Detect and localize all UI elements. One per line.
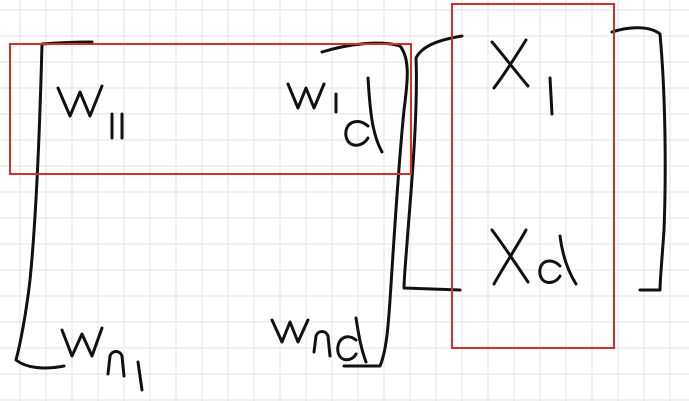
vector-x xyxy=(402,26,667,292)
vector-x-left-bracket xyxy=(402,34,464,292)
entry-x-d xyxy=(490,228,578,286)
highlight-box-w-first-row xyxy=(9,43,412,175)
entry-w-n1 xyxy=(60,326,144,392)
entry-w-nd xyxy=(270,316,368,364)
entry-w-1d xyxy=(286,76,384,154)
highlight-box-x-vector xyxy=(451,3,615,349)
entry-x-1 xyxy=(490,38,554,116)
entry-w-11 xyxy=(56,84,124,140)
vector-x-right-bracket xyxy=(610,26,667,292)
